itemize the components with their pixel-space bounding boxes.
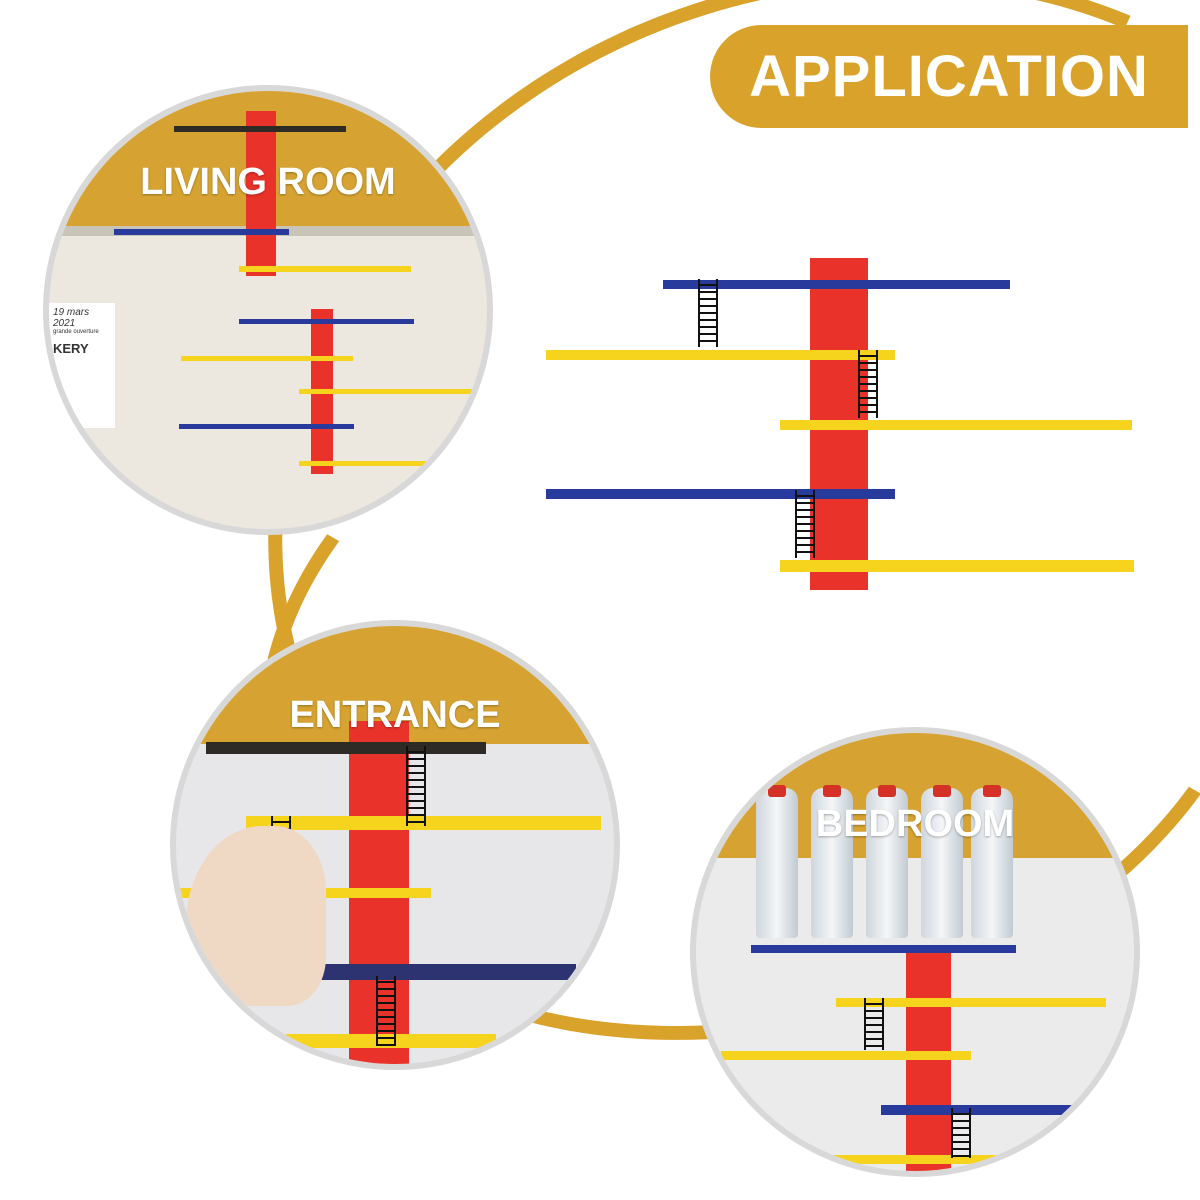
sign-subtitle: grande ouverture bbox=[53, 329, 99, 335]
sign-date: 19 mars 2021 bbox=[53, 307, 90, 329]
application-banner: APPLICATION bbox=[710, 25, 1188, 128]
scene-label-entrance: ENTRANCE bbox=[289, 694, 501, 736]
bedroom-scene: BEDROOM bbox=[690, 727, 1140, 1177]
entrance-scene: ENTRANCE bbox=[170, 620, 620, 1070]
hand-image bbox=[186, 826, 326, 1006]
event-sign: 19 mars 2021 grande ouverture KERY bbox=[49, 303, 115, 428]
sign-name: KERY bbox=[53, 341, 89, 356]
living-room-scene: 19 mars 2021 grande ouverture KERY LIVIN… bbox=[43, 85, 493, 535]
scene-label-bedroom: BEDROOM bbox=[815, 803, 1015, 845]
scene-label-living-room: LIVING ROOM bbox=[140, 161, 396, 203]
